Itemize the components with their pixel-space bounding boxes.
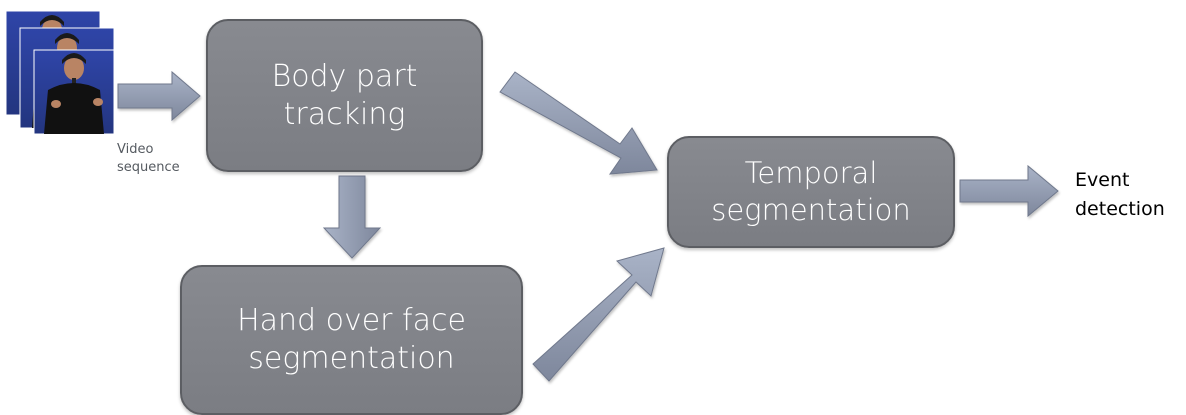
temporal-segmentation-node: Temporal segmentation <box>667 136 955 248</box>
body-part-tracking-node: Body part tracking <box>206 19 483 172</box>
body-part-tracking-label-line-2: tracking <box>283 96 406 132</box>
hand-over-face-label-line-2: segmentation <box>248 341 455 376</box>
video-sequence-label-line-2: sequence <box>117 160 180 175</box>
temporal-segmentation-label-line-2: segmentation <box>711 193 911 227</box>
temporal-segmentation-label-line-1: Temporal <box>744 156 878 190</box>
video-sequence-label-line-1: Video <box>117 142 154 157</box>
arrow-body-tracking-to-temporal <box>499 71 658 175</box>
video-sequence-label: Video sequence <box>117 141 180 177</box>
arrow-hand-over-face-to-temporal <box>532 247 665 382</box>
event-detection-label-line-1: Event <box>1075 169 1130 191</box>
event-detection-label-line-2: detection <box>1075 198 1165 220</box>
arrow-body-tracking-to-hand-over-face <box>322 175 382 259</box>
arrow-temporal-to-event-detection <box>959 164 1059 218</box>
video-frames-image <box>5 10 115 135</box>
event-detection-label: Event detection <box>1075 166 1165 224</box>
video-frame-3 <box>33 49 115 135</box>
hand-over-face-segmentation-node: Hand over face segmentation <box>180 265 523 415</box>
body-part-tracking-label-line-1: Body part <box>271 58 418 94</box>
arrow-video-to-body-tracking <box>117 70 201 122</box>
hand-over-face-label-line-1: Hand over face <box>237 303 466 338</box>
